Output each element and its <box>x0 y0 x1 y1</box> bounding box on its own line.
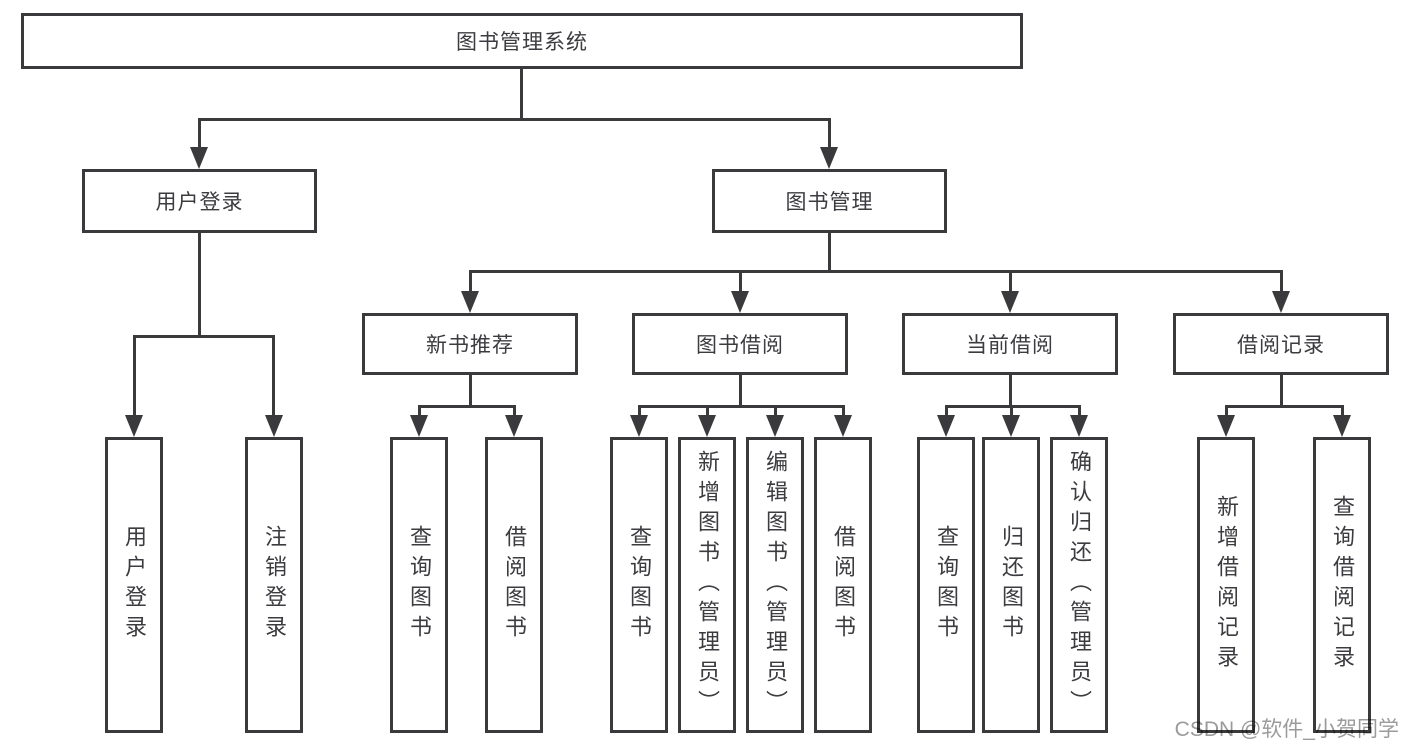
connector-bar <box>1225 405 1344 408</box>
leaf-edit-book-admin: 编辑图书（管理员） <box>746 437 804 733</box>
node-book-borrowing: 图书借阅 <box>632 313 848 375</box>
connector-shaft <box>1078 405 1081 418</box>
leaf-label: 确认归还（管理员） <box>1067 450 1092 720</box>
node-label: 图书管理系统 <box>456 31 588 54</box>
leaf-label: 借阅图书 <box>831 525 856 645</box>
leaf-borrow-books-recommend: 借阅图书 <box>485 437 543 733</box>
arrow-down-icon <box>461 291 479 313</box>
arrow-down-icon <box>1272 291 1290 313</box>
leaf-label: 注销登录 <box>262 525 287 645</box>
leaf-query-books-borrowing: 查询图书 <box>610 437 668 733</box>
arrow-down-icon <box>265 415 283 437</box>
leaf-label: 新增图书（管理员） <box>695 450 720 720</box>
node-borrowing-records: 借阅记录 <box>1173 313 1389 375</box>
arrow-down-icon <box>1070 415 1088 437</box>
connector-level3-bar <box>469 270 1283 273</box>
node-current-borrowing: 当前借阅 <box>902 313 1118 375</box>
connector-shaft <box>774 405 777 418</box>
leaf-label: 查询图书 <box>407 525 432 645</box>
connector-bar <box>418 405 516 408</box>
arrow-down-icon <box>1217 415 1235 437</box>
arrow-down-icon <box>731 291 749 313</box>
node-label: 图书借阅 <box>696 334 784 357</box>
connector-shaft <box>842 405 845 418</box>
arrow-down-icon <box>125 415 143 437</box>
leaf-borrow-books-borrowing: 借阅图书 <box>814 437 872 733</box>
arrow-down-icon <box>410 415 428 437</box>
node-label: 借阅记录 <box>1237 334 1325 357</box>
connector-stem <box>739 375 742 408</box>
leaf-query-borrow-record: 查询借阅记录 <box>1313 437 1371 733</box>
leaf-label: 借阅图书 <box>502 525 527 645</box>
connector-shaft <box>1010 405 1013 418</box>
leaf-label: 归还图书 <box>999 525 1024 645</box>
leaf-logout: 注销登录 <box>245 437 303 733</box>
connector-shaft <box>706 405 709 418</box>
connector-shaft <box>513 405 516 418</box>
arrow-down-icon <box>1333 415 1351 437</box>
connector-shaft <box>828 118 831 149</box>
arrow-down-icon <box>1002 415 1020 437</box>
arrow-down-icon <box>190 147 208 169</box>
csdn-watermark: CSDN @软件_小贺同学 <box>1174 718 1399 741</box>
leaf-query-books-current: 查询图书 <box>917 437 975 733</box>
arrow-down-icon <box>937 415 955 437</box>
node-label: 当前借阅 <box>966 334 1054 357</box>
connector-shaft <box>739 270 742 294</box>
arrow-down-icon <box>1001 291 1019 313</box>
connector-book-mgmt-stem <box>828 233 831 272</box>
connector-user-login-stem <box>198 233 201 335</box>
connector-shaft <box>469 270 472 294</box>
connector-bar <box>638 405 845 408</box>
node-user-login-branch: 用户登录 <box>82 169 317 233</box>
connector-shaft <box>638 405 641 418</box>
leaf-label: 编辑图书（管理员） <box>763 450 788 720</box>
connector-stem <box>1280 375 1283 408</box>
connector-level1-bar <box>198 118 831 121</box>
leaf-confirm-return-admin: 确认归还（管理员） <box>1050 437 1108 733</box>
connector-shaft <box>1009 270 1012 294</box>
connector-root-stem <box>520 69 523 118</box>
arrow-down-icon <box>820 147 838 169</box>
arrow-down-icon <box>698 415 716 437</box>
connector-shaft <box>1280 270 1283 294</box>
leaf-label: 查询图书 <box>627 525 652 645</box>
leaf-user-login: 用户登录 <box>105 437 163 733</box>
arrow-down-icon <box>834 415 852 437</box>
connector-shaft <box>133 335 136 417</box>
connector-shaft <box>198 118 201 149</box>
connector-bar <box>945 405 1081 408</box>
node-new-book-recommend: 新书推荐 <box>362 313 578 375</box>
connector-shaft <box>272 335 275 417</box>
connector-stem <box>1009 375 1012 408</box>
node-book-management: 图书管理 <box>712 169 947 233</box>
node-label: 新书推荐 <box>426 334 514 357</box>
node-library-management-system: 图书管理系统 <box>21 13 1023 69</box>
leaf-query-books-recommend: 查询图书 <box>390 437 448 733</box>
leaf-return-book: 归还图书 <box>982 437 1040 733</box>
arrow-down-icon <box>766 415 784 437</box>
leaf-add-book-admin: 新增图书（管理员） <box>678 437 736 733</box>
connector-shaft <box>1341 405 1344 418</box>
arrow-down-icon <box>505 415 523 437</box>
leaf-label: 查询借阅记录 <box>1330 495 1355 675</box>
connector-shaft <box>1225 405 1228 418</box>
connector-stem <box>469 375 472 408</box>
arrow-down-icon <box>630 415 648 437</box>
node-label: 图书管理 <box>785 191 874 214</box>
leaf-label: 用户登录 <box>122 525 147 645</box>
leaf-add-borrow-record: 新增借阅记录 <box>1197 437 1255 733</box>
node-label: 用户登录 <box>155 191 244 214</box>
leaf-label: 新增借阅记录 <box>1214 495 1239 675</box>
connector-shaft <box>418 405 421 418</box>
leaf-label: 查询图书 <box>934 525 959 645</box>
connector-shaft <box>945 405 948 418</box>
connector-user-login-bar <box>133 335 275 338</box>
